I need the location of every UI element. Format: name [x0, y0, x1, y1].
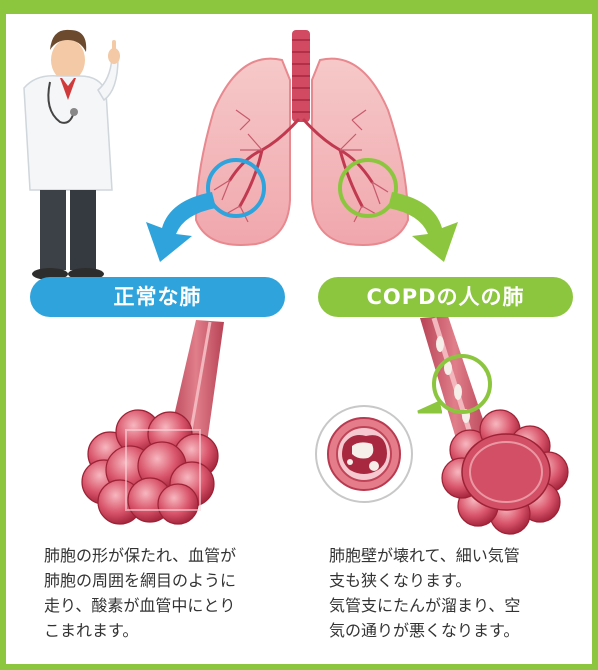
copd-lung-label: COPDの人の肺	[318, 277, 573, 317]
description-line: 気の通りが悪くなります。	[329, 618, 579, 643]
copd-alveoli-illustration	[418, 316, 568, 534]
normal-lung-label: 正常な肺	[30, 277, 285, 317]
description-line: こまれます。	[44, 618, 294, 643]
normal-lung-description: 肺胞の形が保たれ、血管が 肺胞の周囲を網目のように 走り、酸素が血管中にとり こ…	[44, 543, 294, 643]
description-line: 気管支にたんが溜まり、空	[329, 593, 579, 618]
bronchus-cross-section-illustration	[316, 406, 412, 502]
copd-lung-description: 肺胞壁が壊れて、細い気管 支も狭くなります。 気管支にたんが溜まり、空 気の通り…	[329, 543, 579, 643]
normal-alveoli-illustration	[82, 320, 224, 524]
description-line: 肺胞壁が壊れて、細い気管	[329, 543, 579, 568]
description-line: 肺胞の周囲を網目のように	[44, 568, 294, 593]
description-line: 肺胞の形が保たれ、血管が	[44, 543, 294, 568]
lungs-illustration	[196, 30, 408, 245]
description-line: 走り、酸素が血管中にとり	[44, 593, 294, 618]
doctor-illustration	[24, 30, 120, 280]
description-line: 支も狭くなります。	[329, 568, 579, 593]
